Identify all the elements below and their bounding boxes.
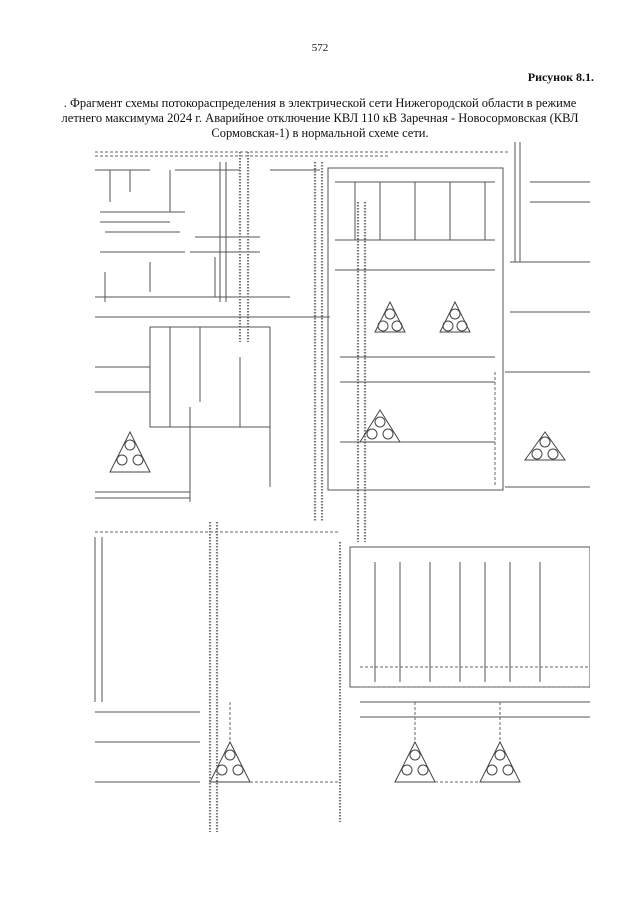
figure-caption: . Фрагмент схемы потокораспределения в э… — [60, 96, 580, 141]
transformer-stars — [109, 300, 566, 783]
caption-line-2: летнего максимума 2024 г. Аварийное откл… — [61, 111, 579, 125]
caption-line-3: Сормовская-1) в нормальной схеме сети. — [211, 126, 429, 140]
figure-label: Рисунок 8.1. — [527, 70, 594, 84]
page-number: 572 — [311, 42, 329, 54]
power-flow-scheme-diagram — [94, 142, 590, 832]
scheme-top-buses — [95, 151, 510, 302]
scheme-right-edge — [494, 142, 590, 488]
caption-line-1: . Фрагмент схемы потокораспределения в э… — [63, 96, 577, 110]
scheme-substation-block-upper — [327, 167, 504, 491]
scheme-lower-half — [94, 522, 590, 832]
scheme-left-block — [95, 316, 330, 502]
scheme-trunk-lines — [219, 152, 367, 542]
